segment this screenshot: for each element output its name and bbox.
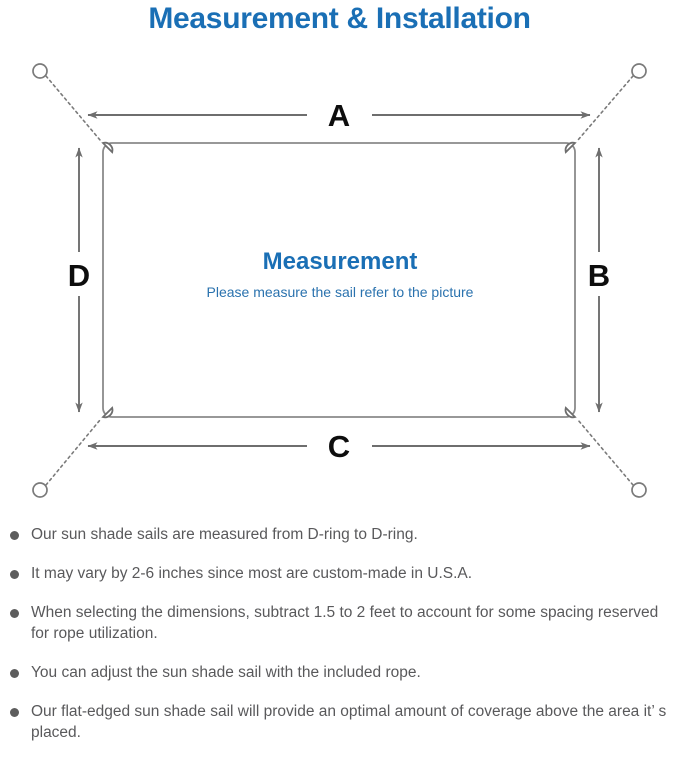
page-title: Measurement & Installation (148, 2, 531, 35)
anchor-circle-top-right (631, 63, 647, 79)
dimension-a: A (87, 98, 591, 133)
measurement-diagram: A C D B Measurement Please measure the s… (0, 48, 679, 518)
bullet-icon (10, 669, 19, 678)
anchor-circle-bottom-left (32, 482, 48, 498)
rope-bottom-left (45, 419, 101, 486)
bullet-icon (10, 570, 19, 579)
rope-lines (45, 75, 634, 486)
list-item: Our flat-edged sun shade sail will provi… (0, 701, 679, 743)
bullet-icon (10, 531, 19, 540)
sail-shape (102, 142, 576, 418)
sail-center-subtitle: Please measure the sail refer to the pic… (207, 284, 474, 300)
note-text: Our flat-edged sun shade sail will provi… (31, 703, 667, 741)
bullet-icon (10, 708, 19, 717)
list-item: You can adjust the sun shade sail with t… (0, 662, 679, 683)
sail-center-title: Measurement (263, 248, 418, 275)
d-rings (101, 141, 577, 419)
rope-bottom-right (577, 419, 634, 486)
dimension-c-label: C (328, 429, 350, 464)
note-text: It may vary by 2-6 inches since most are… (31, 565, 473, 582)
dimension-a-label: A (328, 98, 350, 133)
list-item: Our sun shade sails are measured from D-… (0, 524, 679, 545)
dimension-c: C (87, 429, 591, 464)
anchor-circle-top-left (32, 63, 48, 79)
notes-list: Our sun shade sails are measured from D-… (0, 524, 679, 761)
rope-top-left (45, 75, 101, 141)
note-text: Our sun shade sails are measured from D-… (31, 526, 418, 543)
d-ring-top-right (564, 141, 577, 154)
bullet-icon (10, 609, 19, 618)
dimension-b-label: B (588, 258, 610, 293)
dimension-d: D (68, 147, 90, 413)
anchor-circle-bottom-right (631, 482, 647, 498)
d-ring-bottom-right (564, 406, 577, 419)
dimension-d-label: D (68, 258, 90, 293)
rope-top-right (577, 75, 634, 141)
note-text: When selecting the dimensions, subtract … (31, 604, 659, 642)
note-text: You can adjust the sun shade sail with t… (31, 664, 421, 681)
d-ring-top-left (101, 141, 114, 154)
dimension-b: B (588, 147, 610, 413)
d-ring-bottom-left (101, 406, 114, 419)
anchor-points (32, 63, 647, 498)
list-item: When selecting the dimensions, subtract … (0, 602, 679, 644)
list-item: It may vary by 2-6 inches since most are… (0, 563, 679, 584)
